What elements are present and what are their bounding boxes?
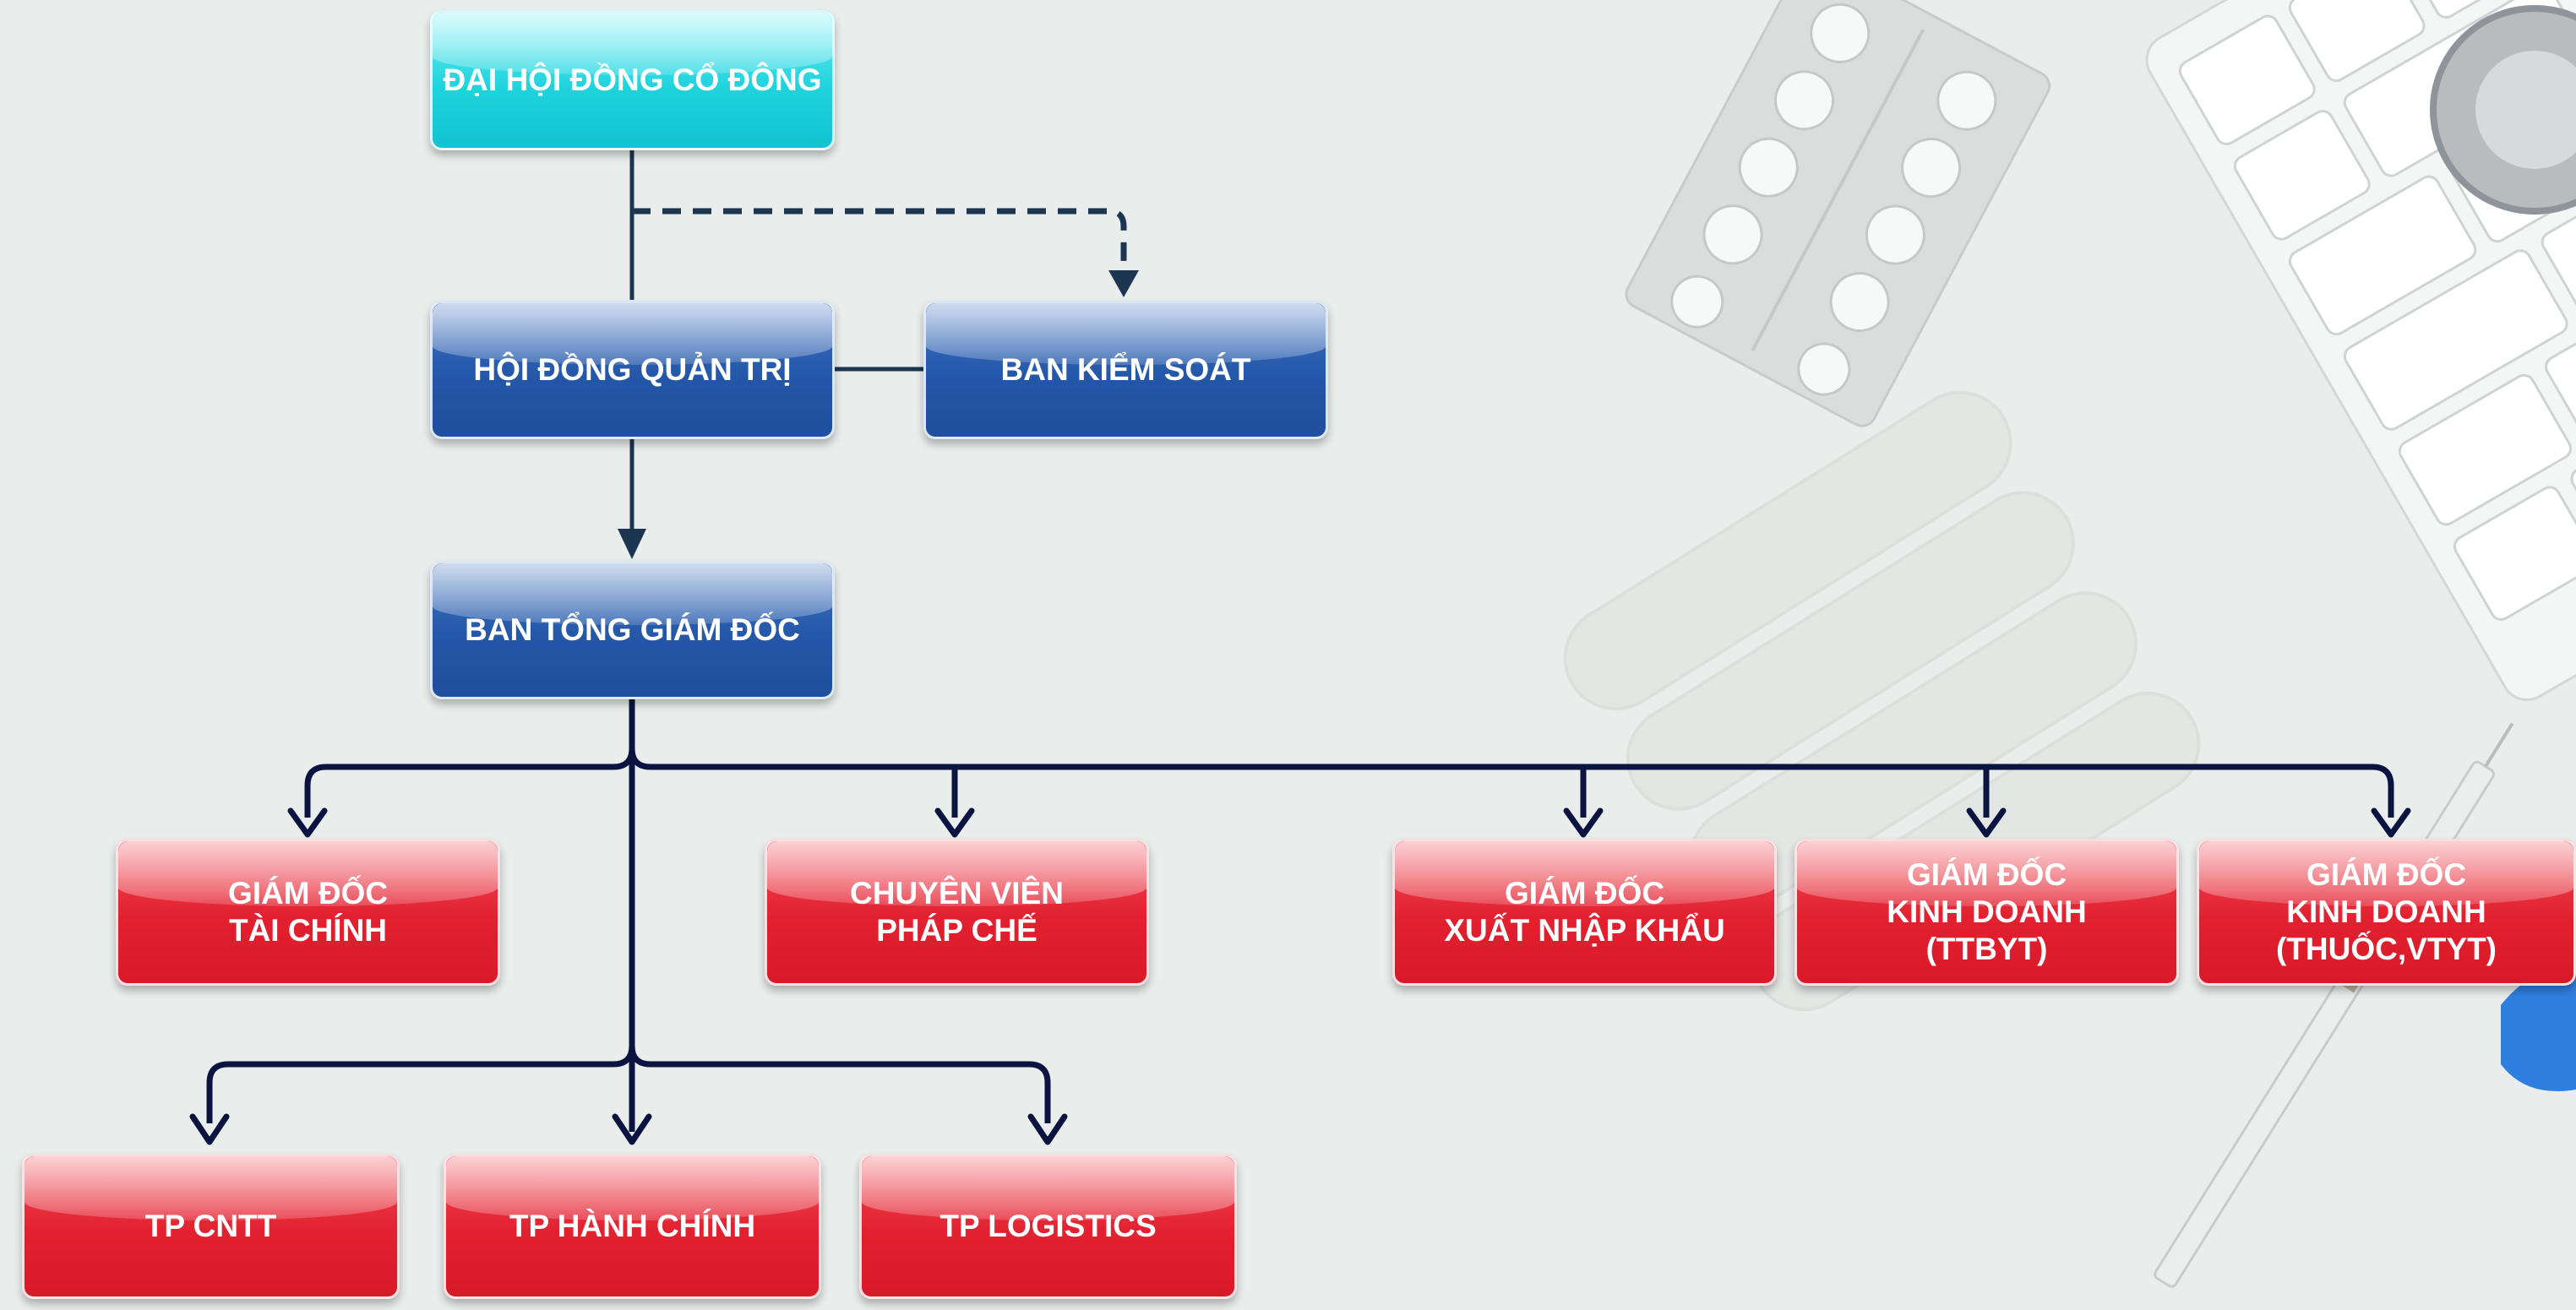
- pill-blister-icon: [1625, 0, 2051, 427]
- node-label: TÀI CHÍNH: [228, 913, 388, 948]
- arrow-head: [2371, 807, 2411, 838]
- node-label: BAN KIỂM SOÁT: [1000, 352, 1251, 387]
- node-it[interactable]: TP CNTT: [22, 1154, 400, 1299]
- node-label: GIÁM ĐỐC: [1906, 857, 2067, 892]
- node-logistics[interactable]: TP LOGISTICS: [859, 1154, 1237, 1299]
- node-label: KINH DOANH: [2286, 894, 2486, 929]
- glove-icon: [2501, 970, 2576, 1091]
- node-label: HỘI ĐỒNG QUẢN TRỊ: [473, 352, 792, 387]
- node-label: XUẤT NHẬP KHẨU: [1444, 913, 1725, 948]
- arrow-head: [1027, 1113, 1068, 1145]
- arrow-head: [189, 1113, 230, 1145]
- connector-shareholders-supervisory: [632, 208, 1127, 262]
- stethoscope-icon: [2430, 5, 2576, 215]
- node-label: TP HÀNH CHÍNH: [509, 1209, 756, 1243]
- connector-top-bus: [304, 747, 2394, 818]
- arrow-head: [1563, 807, 1604, 838]
- node-admin[interactable]: TP HÀNH CHÍNH: [444, 1154, 821, 1299]
- arrow-head: [612, 1113, 652, 1145]
- node-label: KINH DOANH: [1887, 894, 2087, 929]
- connector-bottom-bus: [206, 1045, 1051, 1123]
- arrow-head: [934, 807, 975, 838]
- node-label: GIÁM ĐỐC: [1504, 876, 1665, 910]
- node-supervisory[interactable]: BAN KIỂM SOÁT: [923, 301, 1328, 439]
- node-label: (THUỐC,VTYT): [2275, 932, 2497, 966]
- node-cfo[interactable]: GIÁM ĐỐC TÀI CHÍNH: [116, 839, 500, 986]
- node-label: CHUYÊN VIÊN: [850, 876, 1064, 910]
- node-import-export[interactable]: GIÁM ĐỐC XUẤT NHẬP KHẨU: [1392, 839, 1777, 986]
- node-label: GIÁM ĐỐC: [227, 876, 389, 910]
- node-shareholders[interactable]: ĐẠI HỘI ĐỒNG CỔ ĐÔNG: [430, 10, 835, 150]
- node-label: BAN TỔNG GIÁM ĐỐC: [465, 612, 800, 647]
- arrow-head: [1108, 270, 1139, 297]
- node-label: ĐẠI HỘI ĐỒNG CỔ ĐÔNG: [443, 63, 822, 97]
- node-executive[interactable]: BAN TỔNG GIÁM ĐỐC: [430, 561, 835, 699]
- node-label: TP LOGISTICS: [939, 1209, 1157, 1243]
- arrow-head: [1966, 807, 2007, 838]
- arrow-head: [287, 807, 328, 838]
- node-sales-drugs[interactable]: GIÁM ĐỐC KINH DOANH (THUỐC,VTYT): [2197, 839, 2576, 986]
- node-sales-equipment[interactable]: GIÁM ĐỐC KINH DOANH (TTBYT): [1794, 839, 2179, 986]
- node-label: GIÁM ĐỐC: [2306, 857, 2467, 892]
- arrow-head: [618, 529, 646, 559]
- node-legal[interactable]: CHUYÊN VIÊN PHÁP CHẾ: [765, 839, 1149, 986]
- node-label: TP CNTT: [144, 1209, 277, 1243]
- node-label: (TTBYT): [1925, 932, 2048, 966]
- node-label: PHÁP CHẾ: [876, 913, 1037, 948]
- node-board[interactable]: HỘI ĐỒNG QUẢN TRỊ: [430, 301, 835, 439]
